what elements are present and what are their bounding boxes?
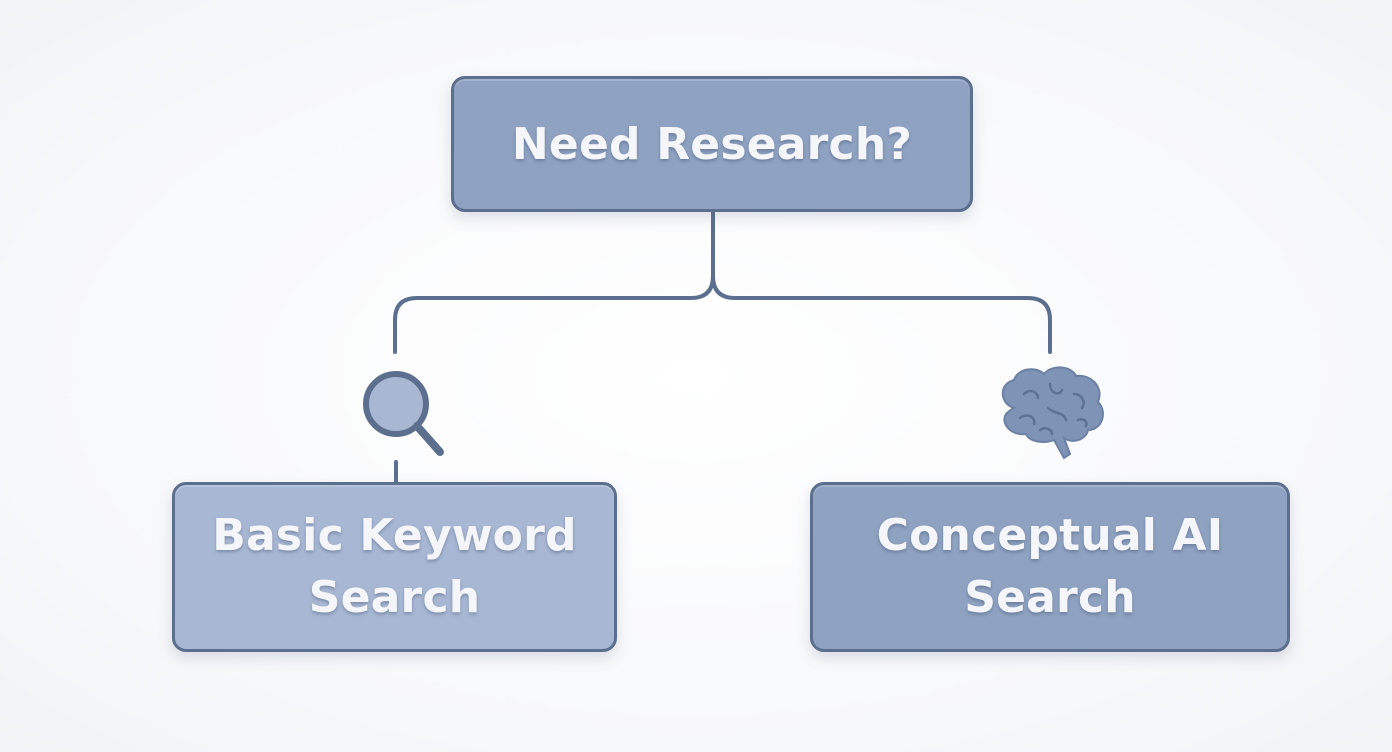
right-branch-connector [711, 274, 1052, 354]
option-label-line1: Conceptual AI [876, 510, 1224, 561]
option-node-label: Conceptual AI Search [877, 505, 1224, 629]
option-node-label: Basic Keyword Search [212, 505, 576, 629]
root-node-label: Need Research? [511, 118, 913, 170]
root-node-need-research: Need Research? [451, 76, 973, 212]
option-label-line2: Search [964, 572, 1136, 623]
option-label-line1: Basic Keyword [212, 510, 577, 561]
option-label-line2: Search [308, 572, 481, 623]
option-node-basic-keyword-search: Basic Keyword Search [172, 482, 617, 652]
brain-icon [994, 364, 1110, 468]
root-stem-connector [393, 210, 715, 354]
option-node-conceptual-ai-search: Conceptual AI Search [810, 482, 1290, 652]
search-icon [352, 366, 452, 462]
